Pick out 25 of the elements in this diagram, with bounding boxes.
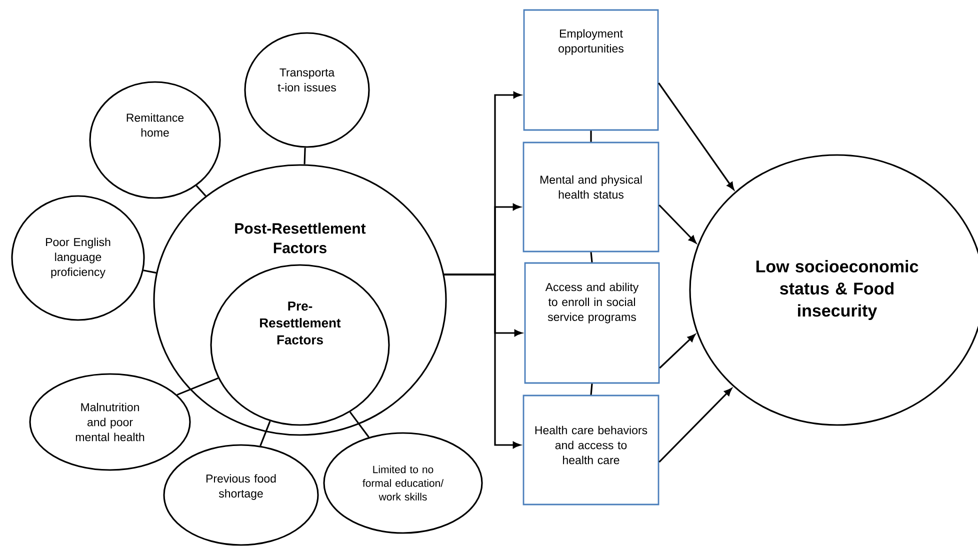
connector-line <box>143 270 156 274</box>
circle-node: Remittance home <box>89 81 221 199</box>
connector-line <box>590 130 592 142</box>
connector-line <box>349 412 370 438</box>
connector-line <box>176 377 218 396</box>
factor-box: Employment opportunities <box>523 9 659 131</box>
connector-line <box>304 148 306 164</box>
circle-node: Poor English language proficiency <box>11 195 145 321</box>
circle-node: Malnutrition and poor mental health <box>29 373 191 471</box>
factor-box: Access and ability to enroll in social service programs <box>524 262 660 384</box>
circle-node: Transporta t-ion issues <box>244 32 370 148</box>
arrow <box>658 204 696 244</box>
arrow <box>658 82 734 190</box>
factor-box: Health care behaviors and access to health care <box>522 394 660 506</box>
circle-node: Previous food shortage <box>163 444 319 546</box>
connector-line <box>196 185 206 196</box>
factor-box: Mental and physical health status <box>522 142 660 252</box>
circle-node: Limited to no formal education/ work skills <box>323 432 483 534</box>
arrow <box>658 388 732 463</box>
connector-line <box>260 420 271 446</box>
circle-node: Pre- Resettlement Factors <box>210 264 390 426</box>
connector-line <box>590 252 593 262</box>
connector-line <box>590 384 593 395</box>
arrow <box>444 274 520 448</box>
arrow <box>659 334 696 369</box>
